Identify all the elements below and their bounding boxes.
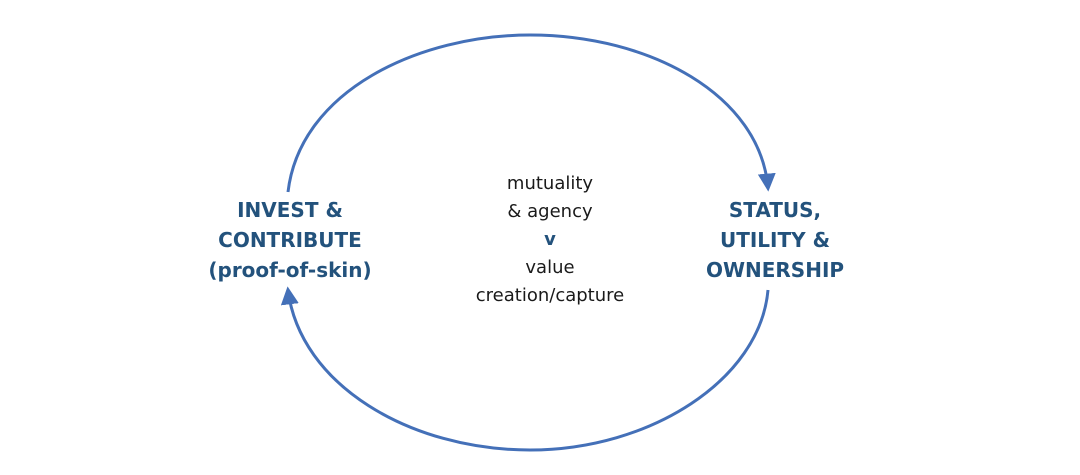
right-node-line-1: STATUS, xyxy=(728,198,822,222)
top-arc-arrow xyxy=(286,33,776,193)
left-node-line-1: INVEST & xyxy=(237,198,343,222)
center-line-1: mutuality xyxy=(506,173,594,194)
status-utility-ownership-node: STATUS, UTILITY & OWNERSHIP xyxy=(680,195,870,285)
center-line-versus: v xyxy=(544,229,556,250)
center-line-2: & agency xyxy=(507,201,593,222)
right-node-line-3: OWNERSHIP xyxy=(705,258,845,282)
center-text: mutuality & agency v value creation/capt… xyxy=(420,170,680,310)
right-node-line-2: UTILITY & xyxy=(719,228,831,252)
left-node-line-3: (proof-of-skin) xyxy=(208,258,372,282)
bottom-arc-arrow xyxy=(280,286,770,452)
center-line-4: value xyxy=(525,257,575,278)
left-node-line-2: CONTRIBUTE xyxy=(218,228,362,252)
invest-contribute-node: INVEST & CONTRIBUTE (proof-of-skin) xyxy=(190,195,390,285)
center-line-5: creation/capture xyxy=(475,285,625,306)
